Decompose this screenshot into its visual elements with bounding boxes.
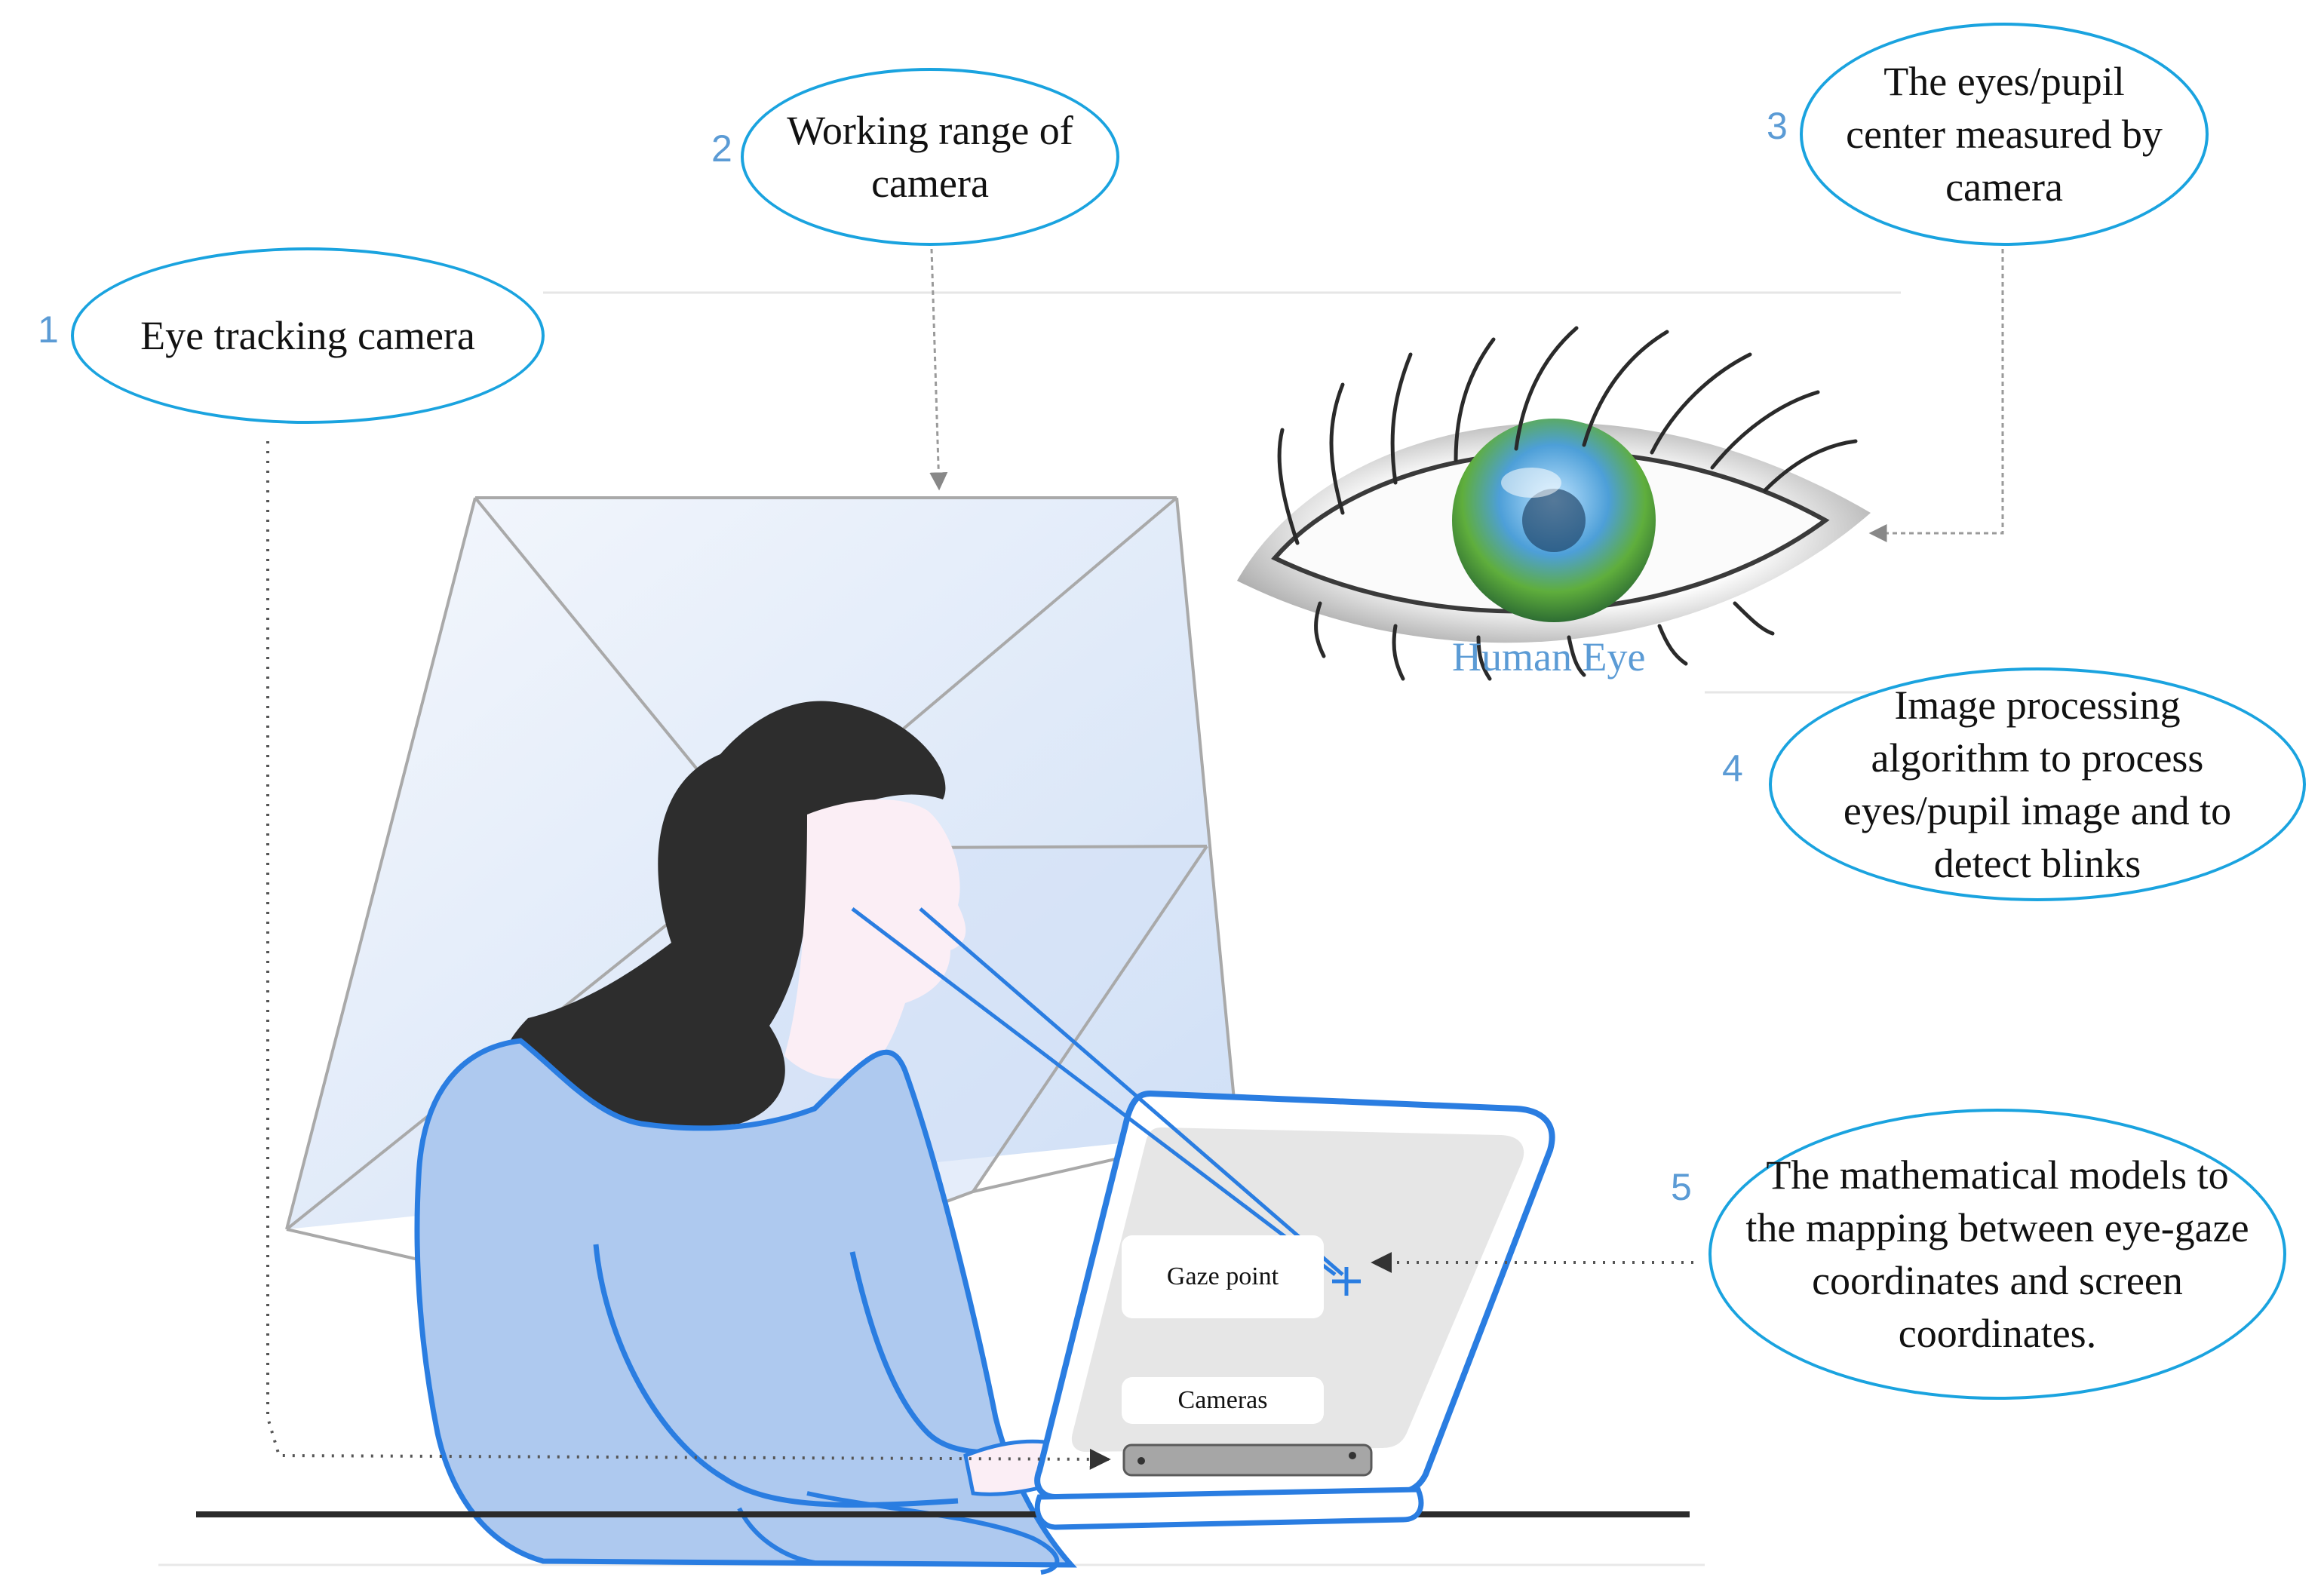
gaze-point-label: Gaze point — [1122, 1235, 1324, 1318]
callout-image-processing: Image processing algorithm to process ey… — [1769, 667, 2306, 901]
camera-bar — [1122, 1443, 1373, 1477]
face — [784, 799, 966, 1079]
callout-pupil-center: The eyes/pupil center measured by camera — [1800, 23, 2209, 246]
sweater — [414, 1038, 1077, 1568]
connector-2 — [929, 248, 948, 491]
connector-3 — [1868, 249, 2004, 542]
callout-number-5: 5 — [1671, 1166, 1692, 1208]
gaze-point-marker — [1332, 1267, 1361, 1296]
callout-number-3: 3 — [1767, 105, 1788, 147]
callout-mathematical-models: The mathematical models to the mapping b… — [1708, 1109, 2286, 1400]
gaze-rays — [851, 907, 1344, 1276]
laptop-base — [1034, 1486, 1424, 1530]
cameras-label: Cameras — [1122, 1377, 1324, 1424]
callout-eye-tracking-camera: Eye tracking camera — [71, 247, 545, 424]
human-eye-image — [1237, 326, 1871, 681]
callout-number-1: 1 — [38, 308, 59, 351]
callout-working-range: Working range of camera — [741, 68, 1119, 246]
callout-number-2: 2 — [711, 127, 732, 170]
woman-figure — [414, 701, 1077, 1575]
callout-number-4: 4 — [1722, 747, 1743, 790]
human-eye-caption: Human Eye — [1452, 634, 1646, 680]
